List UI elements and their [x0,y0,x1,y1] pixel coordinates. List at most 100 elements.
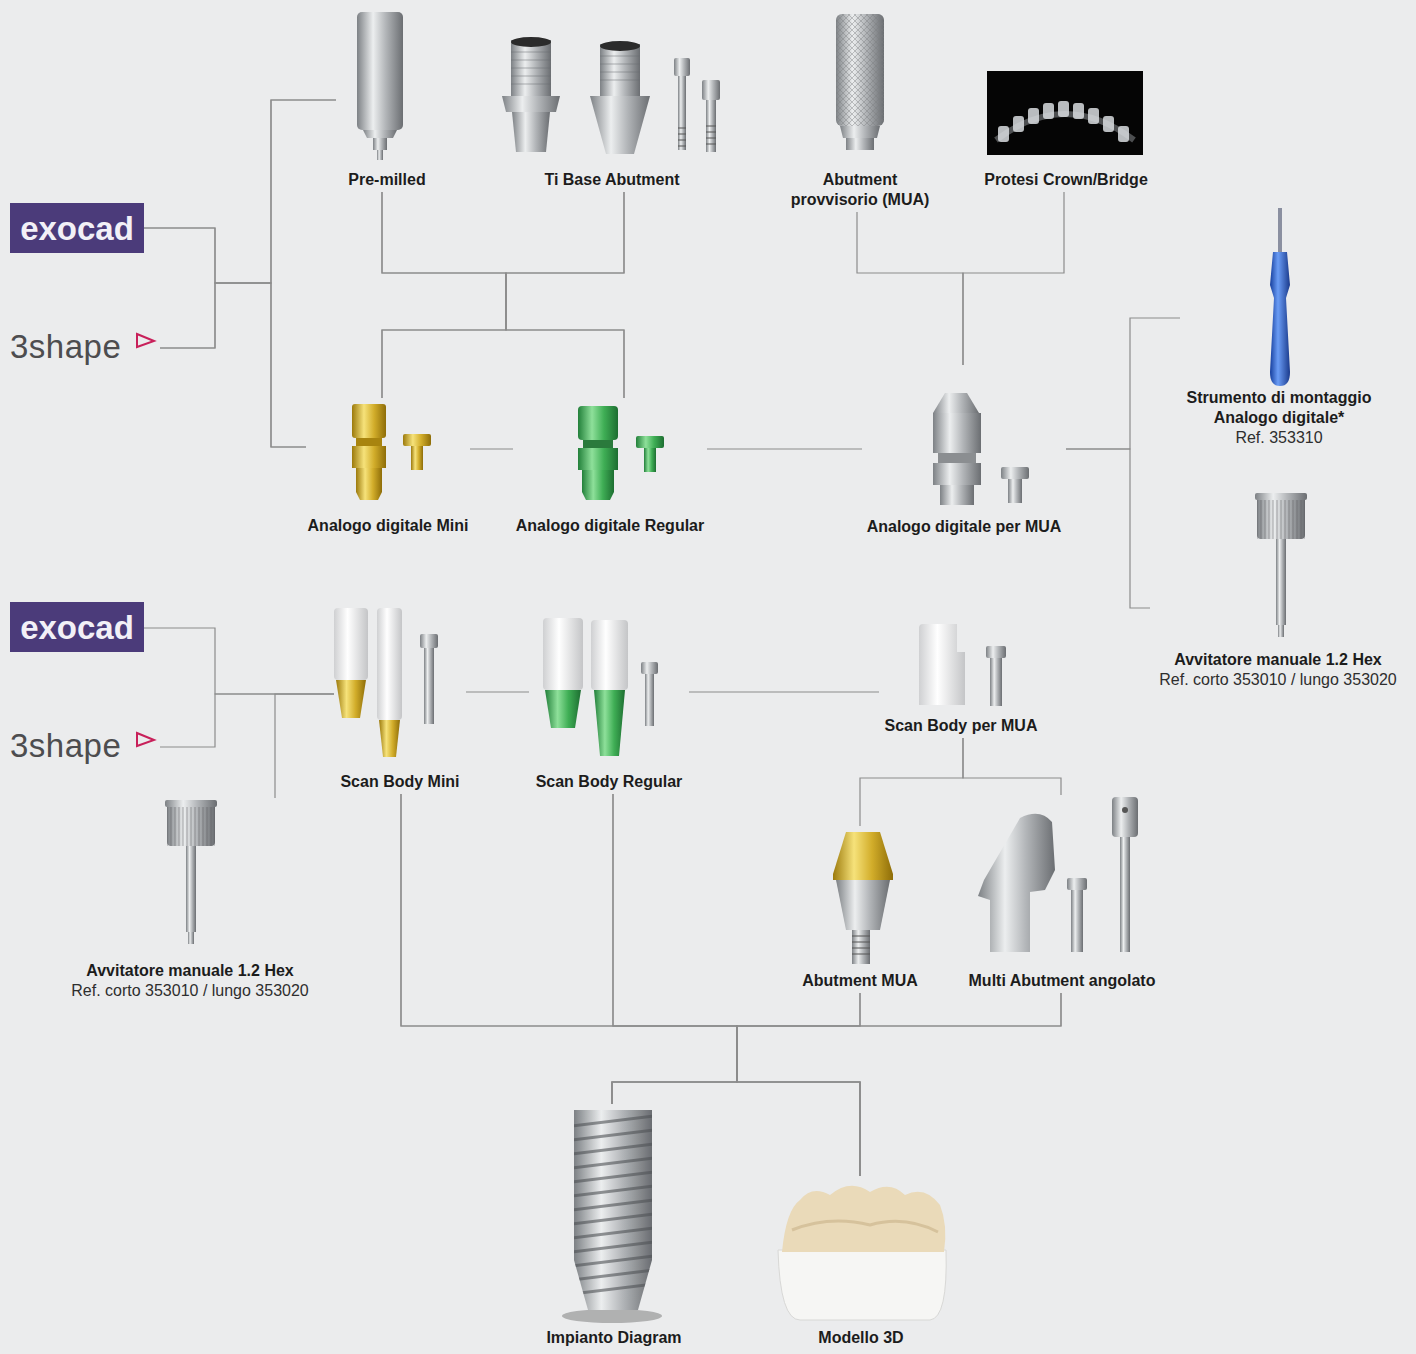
scan-body-regular [543,618,658,756]
logo-text: exocad [10,212,144,245]
software-logo: exocad [10,602,144,652]
scan-body-regular-part [641,662,658,674]
ti-base-abutments-part [706,126,716,144]
mua-abutment [833,832,893,964]
item-caption: Scan Body per MUA [879,716,1043,736]
digital-analog-mini-part [352,446,386,468]
ti-base-abutments-part [600,44,640,96]
connector-line [737,993,860,1176]
angled-multi-abutment-part [1071,890,1083,952]
crown-bridge-photo-part [987,71,1143,155]
digital-analog-mua-part [940,485,974,505]
digital-analog-mua-part [938,453,976,463]
connector-line [144,628,334,694]
connector-line [160,100,336,348]
digital-analog-regular [578,406,664,500]
temporary-abutment-part [836,14,884,126]
pre-milled-blank-part [377,150,383,160]
crown-bridge-photo-part-part [1118,126,1129,142]
digital-analog-mua-part [933,463,981,485]
item-caption: Ti Base Abutment [498,170,726,190]
scan-body-mua-part [986,646,1006,658]
connector-line [401,794,860,1176]
scan-body-mua [919,624,1006,706]
connector-line [144,100,336,283]
item-caption: Analogo digitale per MUA [862,517,1066,537]
connector-line [382,192,624,398]
logo-text: 3shape [10,729,160,762]
temporary-abutment-part [836,14,884,126]
item-caption: Modello 3D [772,1328,950,1348]
product-item: Abutment provvisorio (MUA) [785,10,935,212]
scan-body-mua-part [990,658,1002,706]
connector-line [506,192,624,398]
implant-part [574,1110,652,1310]
software-logo: exocad [10,203,144,253]
item-caption: Scan Body Regular [529,772,689,792]
digital-analog-mua-part [933,393,979,413]
connector-line [1066,318,1180,449]
plaster-model-part [778,1250,946,1320]
logo-text: exocad [10,611,144,644]
connector-line [857,212,963,365]
product-item: Avvitatore manuale 1.2 HexRef. corto 353… [1150,490,1406,692]
product-item: Pre-milled [336,8,438,192]
scan-body-mini-part [334,608,368,680]
logo-mark-part [137,334,154,347]
plaster-model [778,1186,946,1320]
scan-body-mua-part [919,624,965,705]
implant-part [562,1309,662,1323]
logo-mark-part [137,733,154,746]
item-caption: Avvitatore manuale 1.2 Hex [62,961,318,981]
ti-base-abutments-part [511,37,551,47]
connector-line [707,448,862,449]
ti-base-abutments-part [678,76,686,150]
mua-abutment-part [852,936,870,954]
product-item: Scan Body Regular [529,612,689,794]
manual-screwdriver-part [1255,493,1307,637]
scan-body-mini-part [379,720,400,757]
logo-mark [137,334,154,746]
connector-line [470,448,513,449]
digital-analog-mua [933,393,1029,505]
digital-analog-regular-part [583,440,613,448]
digital-analog-mini-part [356,438,382,446]
product-item: Modello 3D [772,1176,950,1350]
digital-analog-mini-part [352,404,386,438]
reference-code: Ref. corto 353010 / lungo 353020 [1150,670,1406,690]
angled-multi-abutment [978,797,1138,952]
product-item: Scan Body Mini [334,604,466,794]
ti-base-abutments-part [600,41,640,51]
angled-multi-abutment-part [1122,807,1128,813]
item-caption: Avvitatore manuale 1.2 Hex [1150,650,1406,670]
scan-body-mini [334,608,438,757]
item-caption: Strumento di montaggio Analogo digitale* [1180,388,1378,428]
manual-screwdriver-part [165,800,217,944]
connector-line [1066,449,1150,608]
connector-line [275,694,334,798]
mua-abutment-part [833,832,893,874]
angled-multi-abutment-part [1112,797,1138,837]
temporary-abutment-part [840,126,880,138]
connector-line [160,694,334,747]
product-item: Protesi Crown/Bridge [980,68,1152,192]
mounting-tool-part [1270,252,1290,386]
ti-base-abutments-part [590,96,650,154]
plaster-model-part [782,1186,945,1252]
product-item: Analogo digitale per MUA [862,365,1066,539]
pre-milled-blank-part [363,130,397,138]
digital-analog-regular-part [644,448,656,472]
angled-multi-abutment-part [1067,878,1087,890]
ti-base-abutments-part [706,100,716,152]
implant [562,1110,662,1323]
ti-base-abutments [502,37,720,154]
connector-line [860,738,963,826]
pre-milled-blank-part [373,138,387,150]
crown-bridge-photo-part-part [1058,101,1069,117]
crown-bridge-photo-part-part [1088,108,1099,124]
scan-body-regular-part [543,618,583,690]
reference-code: Ref. corto 353010 / lungo 353020 [62,981,318,1001]
item-caption: Pre-milled [336,170,438,190]
connector-line [963,738,1061,795]
mua-abutment-part [852,930,870,964]
